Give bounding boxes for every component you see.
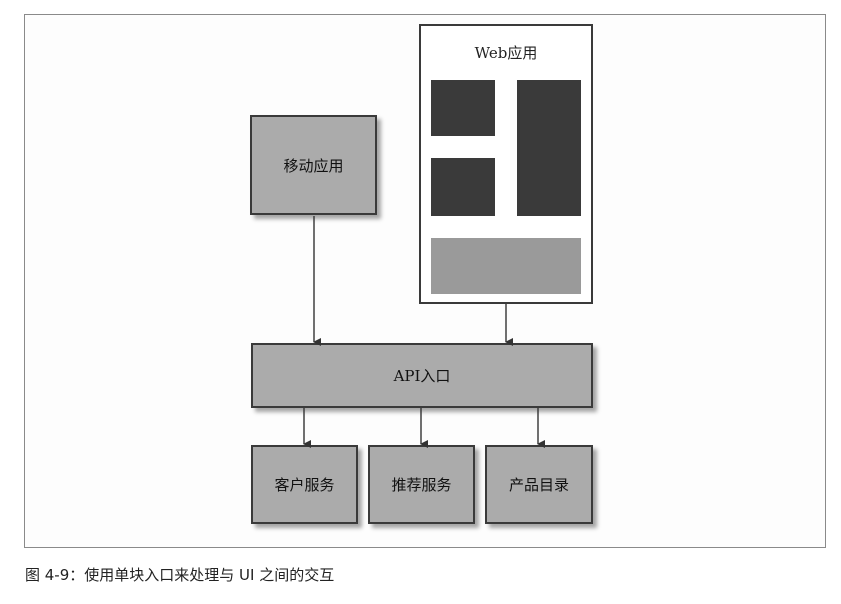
web-widget-footer: [431, 238, 581, 294]
web-app-label: Web应用: [474, 44, 538, 62]
customer-service-label: 客户服务: [274, 476, 335, 494]
mobile-app-box: 移动应用: [250, 115, 377, 215]
web-widget-top-left: [431, 80, 495, 136]
recommendation-service-label: 推荐服务: [391, 476, 452, 494]
web-app-panel: Web应用: [419, 24, 593, 304]
web-widget-right: [517, 80, 581, 216]
mobile-app-label: 移动应用: [283, 156, 344, 175]
customer-service-box: 客户服务: [251, 445, 358, 524]
product-catalog-label: 产品目录: [508, 476, 569, 494]
api-gateway-box: API入口: [251, 343, 593, 408]
figure-caption: 图 4-9：使用单块入口来处理与 UI 之间的交互: [25, 566, 335, 584]
api-gateway-label: API入口: [393, 367, 451, 385]
recommendation-service-box: 推荐服务: [368, 445, 475, 524]
web-widget-bottom-left: [431, 158, 495, 216]
